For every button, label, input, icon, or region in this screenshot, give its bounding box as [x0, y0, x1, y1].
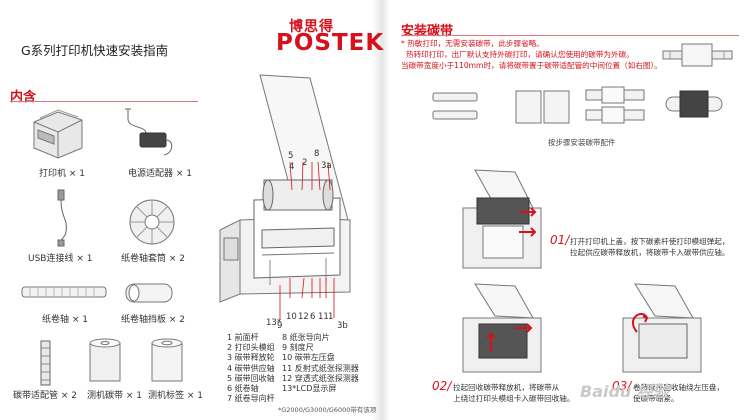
step3-illustration: [622, 283, 702, 373]
step1-line: 打开打印机上盖，按下碳素杆使打印模组弹起，: [570, 237, 730, 246]
callout-3b: 3b: [337, 321, 348, 331]
callout-13: 13*: [266, 318, 282, 328]
ribbon-center-example-icon: [662, 43, 733, 67]
legend-item: 11 反射式纸张探测器: [282, 363, 359, 373]
item-label-power-adapter: 电源适配器 × 1: [128, 169, 192, 179]
test-label-icon: [151, 338, 183, 382]
callout-11: 11: [318, 312, 329, 322]
step1-illustration: [462, 169, 542, 269]
brand-name-cn: 博思得: [289, 19, 334, 35]
step2-line: 上绕过打印头模组卡入碳带回收轴。: [453, 394, 575, 403]
ribbon-notes: * 热敏打印，无需安装碳带，此步骤省略。 热转印打印，出厂默认支持外碳打印，请确…: [401, 38, 662, 71]
callout-4: 4: [289, 162, 295, 172]
ribbon-divider: [401, 35, 739, 36]
step3-number: 03/: [612, 379, 632, 393]
ribbon-parts-illustration: [432, 86, 723, 124]
callout-5: 5: [288, 151, 294, 161]
item-label-test-ribbon: 测机碳带 × 1: [87, 391, 142, 401]
legend-item: 3 碳带释放轮: [227, 353, 275, 363]
legend-item: 2 打印头模组: [227, 343, 275, 353]
paper-core-sleeve-icon: [129, 199, 175, 245]
legend-item: 4 碳带供应轴: [227, 363, 275, 373]
test-ribbon-icon: [89, 338, 121, 382]
printer-open-diagram: [219, 74, 351, 303]
ribbon-note: * 热敏打印，无需安装碳带，此步骤省略。: [401, 39, 544, 48]
legend-item: 8 纸张导向片: [282, 333, 330, 342]
legend-item: 5 碳带回收轴: [227, 373, 275, 383]
callout-3a: 3a: [321, 161, 332, 171]
item-label-test-label: 测机标签 × 1: [148, 391, 203, 401]
page-fold: [372, 0, 390, 420]
contents-divider: [10, 101, 198, 102]
item-label-paper-core-sleeve: 纸卷轴套筒 × 2: [121, 254, 185, 264]
item-label-usb-cable: USB连接线 × 1: [28, 254, 93, 264]
diagram-footnote: *G2000/G3000/G6000带有该项: [278, 406, 377, 414]
ribbon-note: 当碳带宽度小于110mm时，请将碳带置于碳带适配管的中间位置（如右图）。: [401, 61, 662, 70]
item-label-spindle-stopper: 纸卷轴挡板 × 2: [121, 315, 185, 325]
ribbon-adapter-tube-icon: [40, 340, 51, 386]
legend-item: 9 刻度尺: [282, 343, 314, 353]
legend-item: 6 纸卷轴: [227, 384, 259, 394]
step2-number: 02/: [432, 379, 452, 393]
diagram-leader-lines: [279, 161, 335, 320]
power-adapter-icon: [125, 108, 173, 156]
callout-1: 1: [328, 312, 334, 322]
step1-number: 01/: [550, 233, 570, 247]
step3-line: 使碳带绷紧。: [633, 394, 679, 403]
watermark: Baidu 经验: [580, 382, 669, 401]
parts-caption: 按步骤安装碳带配件: [548, 138, 616, 147]
step2-text: 拉起回收碳带释放机，将碳带从 上绕过打印头模组卡入碳带回收轴。: [453, 382, 575, 404]
legend-item: 12 穿透式纸张探测器: [282, 373, 359, 383]
step3-text: 卷转碳带回收轴绕左压盘， 使碳带绷紧。: [633, 382, 724, 404]
step3-line: 卷转碳带回收轴绕左压盘，: [633, 383, 725, 392]
printer-icon: [33, 109, 83, 159]
step1-line: 拉起供应碳带释放机，将碳带卡入碳带供应轴。: [570, 248, 730, 257]
callout-10: 10: [286, 312, 297, 322]
guide-title: G系列打印机快速安装指南: [21, 43, 169, 58]
legend-item: 1 前面杆: [227, 333, 259, 342]
paper-spindle-icon: [21, 286, 107, 298]
brand-logo: POSTEK: [276, 30, 385, 56]
item-label-printer: 打印机 × 1: [39, 169, 85, 179]
step2-line: 拉起回收碳带释放机，将碳带从: [453, 383, 560, 392]
diagram-legend-right: 8 纸张导向片 9 刻度尺 10 碳带左压盘 11 反射式纸张探测器 12 穿透…: [282, 333, 359, 394]
usb-cable-icon: [57, 189, 67, 247]
ribbon-heading: 安装碳带: [401, 24, 454, 39]
callout-6: 6: [310, 312, 316, 322]
callout-9: 9: [277, 321, 283, 331]
callout-2: 2: [302, 158, 308, 168]
legend-item: 13*LCD显示屏: [282, 384, 337, 394]
legend-item: 7 纸卷导向杆: [227, 394, 275, 404]
item-label-paper-spindle: 纸卷轴 × 1: [42, 315, 88, 325]
ribbon-note: 热转印打印，出厂默认支持外碳打印，请确认您使用的碳带为外碳。: [406, 50, 634, 59]
spindle-stopper-icon: [125, 283, 173, 303]
legend-item: 10 碳带左压盘: [282, 353, 335, 363]
step2-illustration: [462, 283, 542, 373]
diagram-legend-left: 1 前面杆 2 打印头模组 3 碳带释放轮 4 碳带供应轴 5 碳带回收轴 6 …: [227, 333, 275, 404]
callout-12: 12: [298, 312, 309, 322]
callout-8: 8: [314, 149, 320, 159]
step1-text: 打开打印机上盖，按下碳素杆使打印模组弹起， 拉起供应碳带释放机，将碳带卡入碳带供…: [570, 236, 729, 258]
item-label-ribbon-adapter: 碳带适配管 × 2: [13, 391, 77, 401]
